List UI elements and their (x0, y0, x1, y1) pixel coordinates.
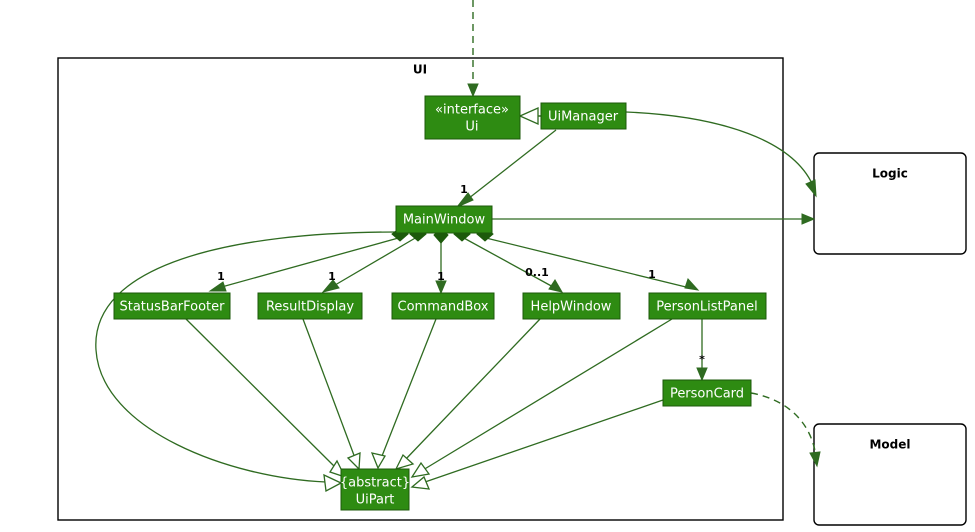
edge-statusbar-uipart (185, 318, 347, 479)
package-logic-border (813, 152, 967, 255)
class-ui-interface-stereotype: «interface» (435, 103, 509, 118)
multiplicity-personcard: * (699, 353, 705, 366)
edge-uimanager-logic (625, 111, 817, 198)
edge-mainwindow-helpwindow (461, 236, 564, 293)
class-personcard[interactable]: PersonCard (662, 379, 752, 407)
edge-uimanager-mainwindow (456, 129, 557, 208)
package-ui: UI (57, 57, 784, 521)
edge-helpwindow-uipart (394, 318, 541, 471)
class-personcard-box[interactable] (662, 379, 752, 407)
edge-mainwindow-statusbar (208, 236, 403, 292)
class-helpwindow-name: HelpWindow (531, 300, 612, 315)
class-mainwindow[interactable]: MainWindow (395, 205, 493, 234)
edge-personcard-uipart (410, 399, 664, 490)
class-commandbox-box[interactable] (391, 292, 495, 320)
package-model: Model (813, 423, 967, 526)
class-resultdisplay-name: ResultDisplay (266, 300, 354, 315)
class-ui-interface-box[interactable] (424, 95, 521, 140)
class-resultdisplay[interactable]: ResultDisplay (257, 292, 363, 320)
class-uipart[interactable]: {abstract} UiPart (340, 468, 410, 511)
edge-external-to-ui (467, 0, 479, 98)
package-ui-label: UI (413, 63, 427, 77)
class-statusbarfooter[interactable]: StatusBarFooter (113, 292, 231, 320)
class-mainwindow-box[interactable] (395, 205, 493, 234)
multiplicity-commandbox: 1 (437, 270, 445, 283)
edge-commandbox-uipart (370, 318, 437, 470)
class-commandbox-name: CommandBox (398, 300, 489, 315)
class-personcard-name: PersonCard (670, 387, 744, 402)
edge-mainwindow-commandbox (435, 238, 447, 295)
class-uipart-box[interactable] (340, 468, 410, 511)
class-ui-interface[interactable]: «interface» Ui (424, 95, 521, 140)
class-personlistpanel-name: PersonListPanel (656, 300, 757, 315)
edge-personlist-personcard (696, 319, 708, 382)
edge-personlist-uipart (410, 318, 673, 478)
edge-mainwindow-uipart (95, 231, 397, 493)
edge-mainwindow-personlist (485, 237, 700, 291)
multiplicity-personlist: 1 (648, 268, 656, 281)
multiplicity-statusbar: 1 (217, 270, 225, 283)
package-model-border (813, 423, 967, 526)
class-uimanager[interactable]: UiManager (540, 102, 627, 130)
class-personlistpanel[interactable]: PersonListPanel (648, 292, 767, 320)
class-statusbarfooter-box[interactable] (113, 292, 231, 320)
edge-personcard-model (750, 392, 821, 468)
class-statusbarfooter-name: StatusBarFooter (119, 300, 225, 315)
class-ui-interface-name: Ui (465, 120, 478, 135)
class-uipart-name: UiPart (356, 493, 395, 508)
edge-mainwindow-logic (492, 213, 816, 225)
class-personlistpanel-box[interactable] (648, 292, 767, 320)
edge-uimanager-realizes-ui (518, 106, 541, 126)
multiplicity-mainwindow: 1 (460, 183, 468, 196)
package-logic: Logic (813, 152, 967, 255)
class-commandbox[interactable]: CommandBox (391, 292, 495, 320)
package-logic-label: Logic (872, 167, 908, 181)
class-helpwindow-box[interactable] (522, 292, 621, 320)
class-mainwindow-name: MainWindow (403, 213, 486, 228)
multiplicity-resultdisp: 1 (328, 270, 336, 283)
class-uimanager-box[interactable] (540, 102, 627, 130)
package-model-label: Model (869, 438, 910, 452)
class-uimanager-name: UiManager (548, 110, 619, 125)
package-ui-border (57, 57, 784, 521)
multiplicity-helpwindow: 0..1 (525, 266, 549, 279)
class-uipart-abstract-tag: {abstract} (340, 476, 410, 491)
class-helpwindow[interactable]: HelpWindow (522, 292, 621, 320)
edge-resultdisp-uipart (302, 318, 361, 471)
edge-mainwindow-resultdisp (321, 236, 418, 293)
class-resultdisplay-box[interactable] (257, 292, 363, 320)
